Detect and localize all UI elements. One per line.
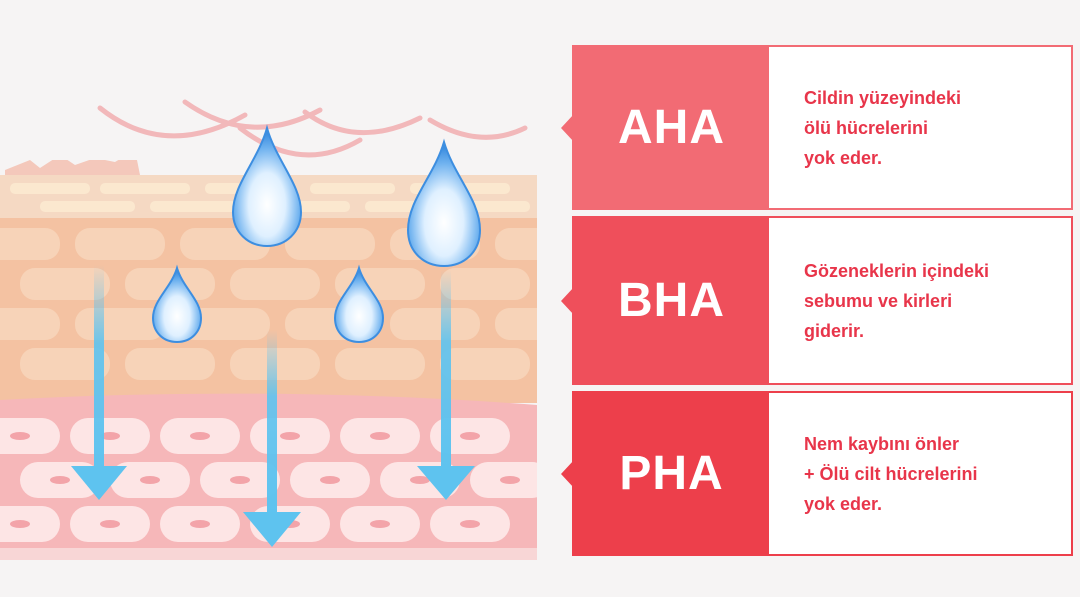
acid-card-pha: PHA Nem kaybını önler + Ölü cilt hücreler…: [561, 391, 1073, 556]
droplet-small-left: [151, 264, 203, 344]
arrow-aha-shaft: [94, 265, 104, 490]
arrow-pha-shaft: [441, 270, 451, 475]
arrow-bha-head: [243, 512, 301, 547]
acid-droplets: [151, 124, 482, 344]
arrow-bha-shaft: [267, 330, 277, 520]
acid-name-label: PHA: [574, 393, 769, 554]
dead-skin-flakes: [97, 99, 528, 158]
pointer-arrow-icon: [561, 113, 574, 142]
droplet-large-left: [231, 124, 303, 248]
acid-card-aha: AHA Cildin yüzeyindeki ölü hücrelerini yo…: [561, 45, 1073, 210]
acid-name-label: BHA: [574, 218, 769, 383]
droplet-large-right: [406, 138, 482, 268]
acid-description: Gözeneklerin içindeki sebumu ve kirleri …: [804, 260, 990, 341]
arrow-pha-head: [417, 466, 475, 500]
droplet-small-right: [333, 264, 385, 344]
acid-name-label: AHA: [574, 47, 769, 208]
acid-description: Nem kaybını önler + Ölü cilt hücrelerini…: [804, 433, 978, 514]
pointer-arrow-icon: [561, 286, 574, 315]
penetration-arrows: [71, 265, 475, 547]
acid-card-bha: BHA Gözeneklerin içindeki sebumu ve kirle…: [561, 216, 1073, 385]
pointer-arrow-icon: [561, 459, 574, 488]
skin-illustration: [0, 99, 537, 560]
arrow-aha-head: [71, 466, 127, 500]
acid-description: Cildin yüzeyindeki ölü hücrelerini yok e…: [804, 87, 962, 168]
